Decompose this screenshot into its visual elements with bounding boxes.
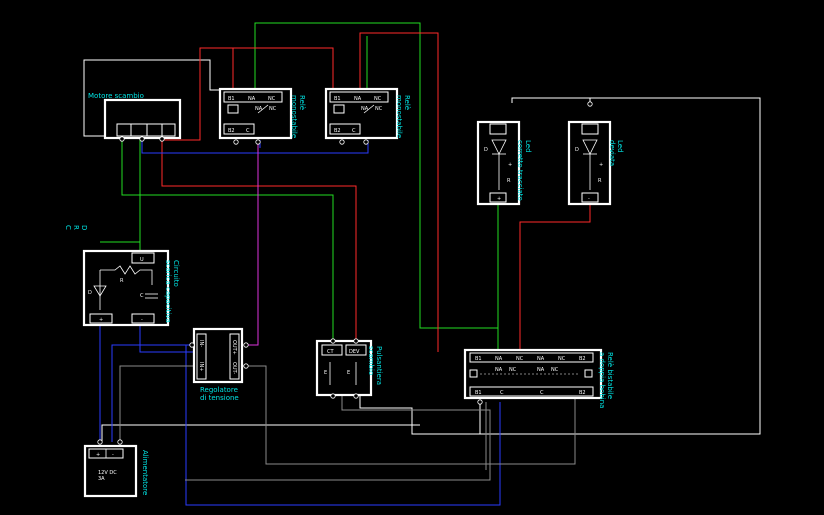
led-left-title: Ledcorretto tracciato: [516, 140, 532, 201]
relay-2-b1: B1: [334, 96, 341, 102]
led-left-pin: +: [497, 196, 501, 202]
bistable-top-b1: B1: [475, 356, 482, 362]
wires-green: [100, 22, 499, 352]
motor-block: Motore scambio: [88, 92, 182, 140]
bistable-top-nc2: NC: [558, 356, 566, 362]
wires-blue: [99, 140, 501, 506]
relay-1-c: C: [246, 128, 250, 134]
circuit-minus: -: [141, 317, 143, 323]
pulsantiera-title: Pulsantierascambio: [367, 346, 383, 385]
relay-1-sym-nc: NC: [269, 106, 277, 112]
bistable-bottom-terminals: B1 C C B2: [475, 390, 586, 396]
led-right-pin: -: [588, 196, 590, 202]
circuit-r: R: [120, 278, 124, 284]
bistable-title: Relè bistabilea doppia bobina: [598, 352, 614, 408]
circuit-d: D: [88, 290, 92, 296]
bistable-sym-na2: NA: [537, 367, 545, 373]
capacitive-circuit-block: U + - D R C Circuitoscarica capacitiva D…: [64, 225, 180, 327]
relay-2-na: NA: [354, 96, 362, 102]
pulsantiera-dev: DEV: [349, 349, 360, 355]
relay-2-b2: B2: [334, 128, 341, 134]
circuit-u: U: [140, 257, 144, 263]
led-left-d: D: [484, 147, 488, 153]
bistable-top-nc1: NC: [516, 356, 524, 362]
led-right-plus: +: [599, 162, 603, 168]
led-right-title: Leddeviata: [608, 140, 624, 166]
led-right-d: D: [575, 147, 579, 153]
psu-minus: -: [112, 452, 114, 458]
connection-points: [97, 101, 593, 445]
bistable-sym-nc1: NC: [509, 367, 517, 373]
circuit-c: C: [140, 293, 144, 299]
side-labels: DRC: [64, 225, 88, 230]
relay-2-c: C: [352, 128, 356, 134]
pulsantiera-block: CT DEV E E Pulsantierascambio: [315, 339, 383, 397]
led-right-r: R: [598, 178, 602, 184]
motor-title: Motore scambio: [88, 92, 144, 100]
led-left-r: R: [507, 178, 511, 184]
regulator-in-minus: IN-: [198, 340, 204, 347]
wires-magenta: [244, 144, 259, 346]
bistable-sym-na1: NA: [495, 367, 503, 373]
led-right-block: D + R - Leddeviata: [567, 120, 624, 206]
bistable-bottom-c1: C: [500, 390, 504, 396]
psu-plus: +: [96, 452, 100, 458]
regulator-out-minus: OUT-: [231, 362, 237, 374]
led-left-block: D + R + Ledcorretto tracciato: [476, 120, 532, 206]
pulsantiera-e1: E: [324, 370, 327, 376]
relay-1-b2: B2: [228, 128, 235, 134]
pulsantiera-e2: E: [347, 370, 350, 376]
circuit-title: Circuitoscarica capacitiva: [164, 260, 180, 323]
regulator-in-plus: IN+: [198, 362, 204, 371]
psu-title: Alimentatore: [141, 450, 149, 495]
relay-1-block: B1 NA NC B2 C NA NC Relèmonostabile: [218, 87, 306, 140]
bistable-bottom-b1: B1: [475, 390, 482, 396]
relay-1-na: NA: [248, 96, 256, 102]
bistable-relay-block: B1 NA NC NA NC B2 B1 C C B2 NA NC NA NC …: [463, 348, 614, 408]
relay-2-sym-nc: NC: [375, 106, 383, 112]
led-left-plus: +: [508, 162, 512, 168]
relay-2-nc: NC: [374, 96, 382, 102]
wires: [83, 22, 761, 506]
wires-gray: [119, 365, 576, 481]
relay-2-block: B1 NA NC B2 C NA NC Relèmonostabile: [324, 87, 411, 140]
relay-2-title: Relèmonostabile: [395, 95, 411, 138]
bistable-bottom-c2: C: [540, 390, 544, 396]
regulator-out-plus: OUT+: [231, 340, 237, 355]
bistable-top-b2: B2: [579, 356, 586, 362]
wires-red: [161, 32, 591, 352]
relay-2-sym-na: NA: [361, 106, 369, 112]
bistable-top-na2: NA: [537, 356, 545, 362]
pulsantiera-ct: CT: [327, 349, 334, 355]
circuit-plus: +: [99, 317, 103, 323]
relay-1-nc: NC: [268, 96, 276, 102]
bistable-top-na1: NA: [495, 356, 503, 362]
bistable-top-terminals: B1 NA NC NA NC B2: [475, 356, 586, 362]
relay-1-sym-na: NA: [255, 106, 263, 112]
relay-1-title: Relèmonostabile: [290, 95, 306, 138]
wires-white: [83, 59, 761, 442]
bistable-sym-nc2: NC: [551, 367, 559, 373]
bistable-bottom-b2: B2: [579, 390, 586, 396]
relay-1-b1: B1: [228, 96, 235, 102]
